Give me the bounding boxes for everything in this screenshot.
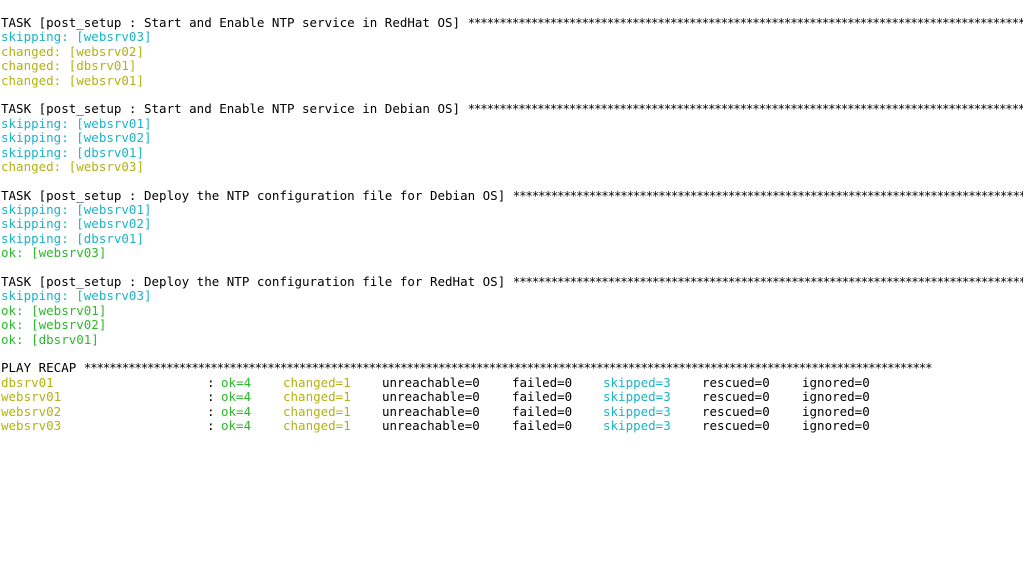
recap-skipped: skipped=3 [603, 403, 671, 419]
terminal-output: TASK [post_setup : Start and Enable NTP … [1, 16, 1023, 433]
play-recap-separator: ****************************************… [83, 361, 933, 376]
recap-failed: failed=0 [512, 417, 573, 433]
task-header: TASK [post_setup : Start and Enable NTP … [1, 102, 1023, 116]
recap-unreachable: unreachable=0 [382, 389, 480, 405]
blank-line [1, 174, 1023, 188]
recap-ignored: ignored=0 [802, 403, 870, 419]
task-header: TASK [post_setup : Start and Enable NTP … [1, 16, 1023, 30]
task-result-line: changed: [websrv01] [1, 73, 144, 88]
recap-colon: : [207, 374, 215, 390]
task-result-line: ok: [dbsrv01] [1, 332, 99, 347]
recap-host: dbsrv01 [1, 374, 54, 390]
recap-skipped: skipped=3 [603, 417, 671, 433]
task-result-line: skipping: [dbsrv01] [1, 231, 144, 246]
task-title: TASK [post_setup : Start and Enable NTP … [1, 16, 468, 30]
recap-row: websrv03 : ok=4 changed=1 unreachable=0 … [1, 417, 1023, 433]
task-result-line: changed: [dbsrv01] [1, 59, 137, 74]
task-title: TASK [post_setup : Deploy the NTP config… [1, 188, 513, 203]
task-result-line: skipping: [websrv02] [1, 131, 152, 146]
blank-line [1, 88, 1023, 102]
recap-colon: : [207, 389, 215, 405]
recap-colon: : [207, 403, 215, 419]
blank-line [1, 261, 1023, 275]
recap-ok: ok=4 [221, 417, 252, 433]
recap-host: websrv02 [1, 403, 62, 419]
task-title: TASK [post_setup : Start and Enable NTP … [1, 102, 468, 117]
recap-row: websrv01 : ok=4 changed=1 unreachable=0 … [1, 389, 1023, 405]
recap-unreachable: unreachable=0 [382, 417, 480, 433]
recap-changed: changed=1 [283, 374, 351, 390]
recap-rescued: rescued=0 [702, 403, 770, 419]
task-result-line: skipping: [websrv03] [1, 289, 152, 304]
recap-changed: changed=1 [283, 403, 351, 419]
play-recap-header: PLAY RECAP *****************************… [1, 361, 1023, 375]
recap-host: websrv01 [1, 389, 62, 405]
play-recap-title: PLAY RECAP [1, 361, 84, 376]
task-header: TASK [post_setup : Deploy the NTP config… [1, 275, 1023, 289]
task-separator: ****************************************… [512, 275, 1023, 290]
task-separator: ****************************************… [467, 16, 1023, 30]
task-result-line: ok: [websrv02] [1, 318, 107, 333]
recap-failed: failed=0 [512, 389, 573, 405]
recap-ignored: ignored=0 [802, 374, 870, 390]
task-result-line: ok: [websrv03] [1, 246, 107, 261]
recap-rescued: rescued=0 [702, 417, 770, 433]
recap-unreachable: unreachable=0 [382, 403, 480, 419]
recap-row: websrv02 : ok=4 changed=1 unreachable=0 … [1, 403, 1023, 419]
task-result-line: skipping: [websrv01] [1, 116, 152, 131]
recap-skipped: skipped=3 [603, 389, 671, 405]
task-result-line: skipping: [websrv01] [1, 203, 152, 218]
recap-failed: failed=0 [512, 374, 573, 390]
task-result-line: ok: [websrv01] [1, 303, 107, 318]
recap-host: websrv03 [1, 417, 62, 433]
recap-rescued: rescued=0 [702, 374, 770, 390]
recap-ok: ok=4 [221, 389, 252, 405]
recap-unreachable: unreachable=0 [382, 374, 480, 390]
recap-failed: failed=0 [512, 403, 573, 419]
task-result-line: changed: [websrv03] [1, 159, 144, 174]
recap-changed: changed=1 [283, 389, 351, 405]
recap-ignored: ignored=0 [802, 417, 870, 433]
recap-colon: : [207, 417, 215, 433]
task-result-line: skipping: [dbsrv01] [1, 145, 144, 160]
recap-changed: changed=1 [283, 417, 351, 433]
task-separator: ****************************************… [512, 188, 1023, 203]
recap-rescued: rescued=0 [702, 389, 770, 405]
recap-row: dbsrv01 : ok=4 changed=1 unreachable=0 f… [1, 374, 1023, 390]
task-title: TASK [post_setup : Deploy the NTP config… [1, 275, 513, 290]
task-result-line: skipping: [websrv02] [1, 217, 152, 232]
task-result-line: changed: [websrv02] [1, 44, 144, 59]
task-separator: ****************************************… [467, 102, 1023, 117]
recap-ignored: ignored=0 [802, 389, 870, 405]
recap-ok: ok=4 [221, 403, 252, 419]
recap-ok: ok=4 [221, 374, 252, 390]
recap-skipped: skipped=3 [603, 374, 671, 390]
task-header: TASK [post_setup : Deploy the NTP config… [1, 189, 1023, 203]
blank-line [1, 347, 1023, 361]
task-result-line: skipping: [websrv03] [1, 30, 152, 45]
